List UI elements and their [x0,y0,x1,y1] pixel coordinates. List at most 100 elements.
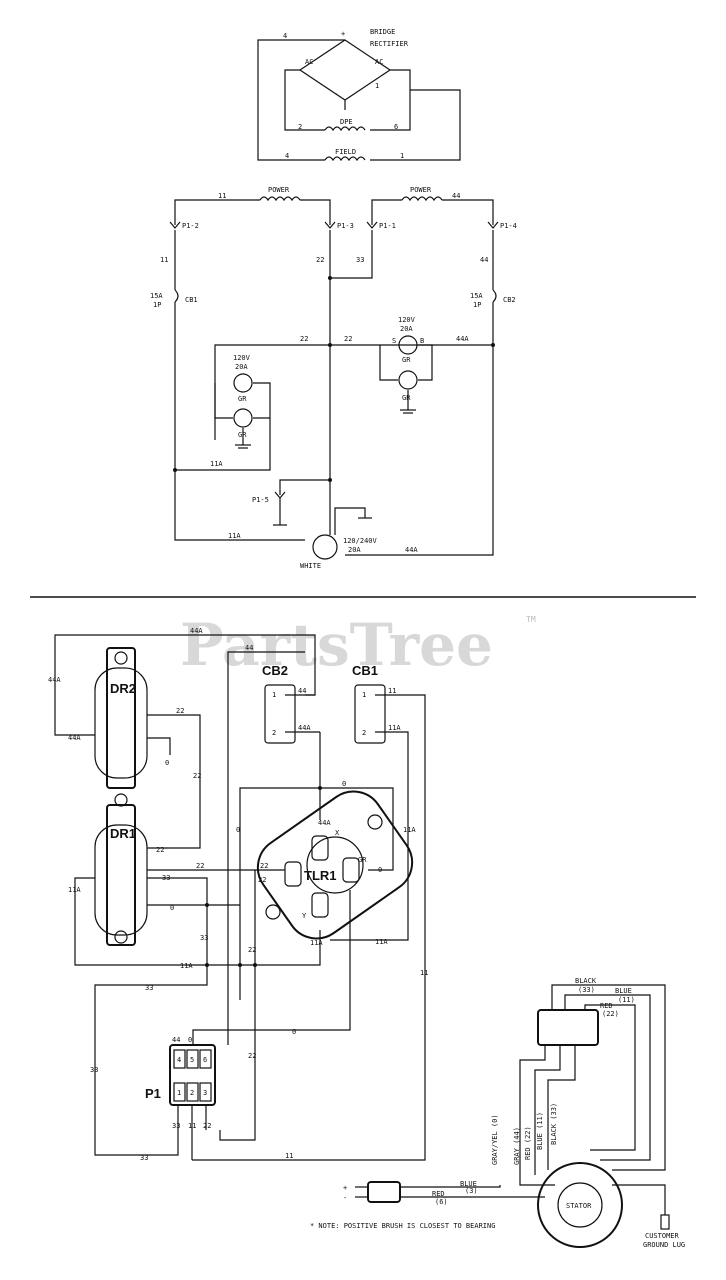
p1-pin-3: 3 [203,1089,207,1097]
cb1-11: 11 [388,687,396,695]
dr1-label: DR1 [110,826,136,841]
p1-pin-4: 4 [177,1056,181,1064]
p1-3-label: P1-3 [337,222,354,230]
cb2-body [264,684,296,744]
w-33-bottom: 33 [140,1154,148,1162]
red-22-label: RED (22) [524,1126,532,1160]
outlet-left-gr: GR [238,395,247,403]
blue-brush-label: BLUE [460,1180,477,1188]
tlr1-22: 22 [258,876,266,884]
p1-2-label: P1-2 [182,222,199,230]
dr2-0: 0 [165,759,169,767]
wire-1-field: 1 [400,152,404,160]
dr1-11a: 11A [68,886,81,894]
gray-44-label: GRAY (44) [513,1127,521,1165]
tlr1-receptacle [256,790,414,940]
outlet-right-amp: 20A [400,325,413,333]
dr-22-vert: 22 [193,772,201,780]
w-11a-h: 11A [180,962,193,970]
wiring-section: DR2 DR1 44A 44A 44A 44 CB2 1 2 44 44A CB… [48,627,685,1249]
tlr1-label: TLR1 [304,868,337,883]
wire-1-top: 1 [375,82,379,90]
customer-label-2: GROUND LUG [643,1241,685,1249]
ac-label-left: AC [305,58,313,66]
red-brush-label: RED [432,1190,445,1198]
wire-44a-bus: 44A [456,335,469,343]
dr1-22: 22 [156,846,164,854]
w-33-vert: 33 [200,934,208,942]
w-44-cb2: 44 [245,644,253,652]
cb2-rating: 15A [470,292,483,300]
w-11-vert: 11 [420,969,428,977]
dr1-33: 33 [162,874,170,882]
wire-33: 33 [356,256,364,264]
p1-22: 22 [203,1122,211,1130]
dr2-22: 22 [176,707,184,715]
wire-4-top: 4 [283,32,287,40]
wire-22-bus2: 22 [344,335,352,343]
cb1-11a: 11A [388,724,401,732]
tlr1-11a: 11A [310,939,323,947]
wire-11-top: 11 [218,192,226,200]
tlr1-x: X [335,829,340,837]
p1-33: 33 [172,1122,180,1130]
dr2-label: DR2 [110,681,136,696]
cb2-44: 44 [298,687,306,695]
wire-44a-bottom: 44A [405,546,418,554]
tlr1-44a: 44A [318,819,331,827]
watermark-tm: TM [526,615,536,624]
bridge-rectifier-section: BRIDGE RECTIFIER + - AC AC DPE FIELD 4 1… [257,28,461,162]
w-0-top: 0 [342,780,346,788]
w-11a-tlr: 11A [375,938,388,946]
wire-11a-mid: 11A [210,460,223,468]
p1-pin-6: 6 [203,1056,207,1064]
dr2-body [106,647,136,789]
w-22-vert: 22 [248,946,256,954]
cb1-pin2: 2 [362,729,366,737]
w-44a-top: 44A [190,627,203,635]
tlr1-g: GR [358,856,367,864]
bridge-label-2: RECTIFIER [370,40,409,48]
p1-4-label: P1-4 [500,222,517,230]
cb1-body [354,684,386,744]
gray-yel-label: GRAY/YEL (0) [491,1114,499,1165]
minus-label: - [334,90,338,98]
outlet-gr: GR [402,356,411,364]
note-text: * NOTE: POSITIVE BRUSH IS CLOSEST TO BEA… [310,1222,495,1230]
p1-pin-1: 1 [177,1089,181,1097]
cb1-rating: 15A [150,292,163,300]
tlr1-y: Y [302,912,307,920]
cb2-pin1: 1 [272,691,276,699]
customer-label-1: CUSTOMER [645,1232,680,1240]
wire-22-mid: 22 [316,256,324,264]
p1-label: P1 [145,1086,161,1101]
outlet-left-gr-2: GR [238,431,247,439]
w-11a-vert: 11A [403,826,416,834]
p1-1-label: P1-1 [379,222,396,230]
wire-6: 6 [394,123,398,131]
p1-44: 44 [172,1036,180,1044]
power-circuit: POWER POWER 11 44 P1-2 P1-3 P1-1 P1-4 11… [150,186,517,570]
dr1-22b: 22 [196,862,204,870]
outlet-left-volt: 120V [233,354,251,362]
p1-pin-5: 5 [190,1056,194,1064]
p1-5-label: P1-5 [252,496,269,504]
outlet-left-amp: 20A [235,363,248,371]
blue-brush-num: (3) [465,1187,478,1195]
w-0-left: 0 [236,826,240,834]
cb2-pin2: 2 [272,729,276,737]
wire-44-right: 44 [480,256,488,264]
twist-lock-amp: 20A [348,546,361,554]
cb1-pin1: 1 [362,691,366,699]
plus-label: + [341,30,345,38]
wire-44-top: 44 [452,192,460,200]
wire-2: 2 [298,123,302,131]
field-label: FIELD [335,148,356,156]
dr1-0: 0 [170,904,174,912]
blue-label: BLUE [615,987,632,995]
red-brush-num: (6) [435,1198,448,1206]
w-33-left: 33 [90,1066,98,1074]
wire-11a-bottom: 11A [228,532,241,540]
white-label: WHITE [300,562,321,570]
